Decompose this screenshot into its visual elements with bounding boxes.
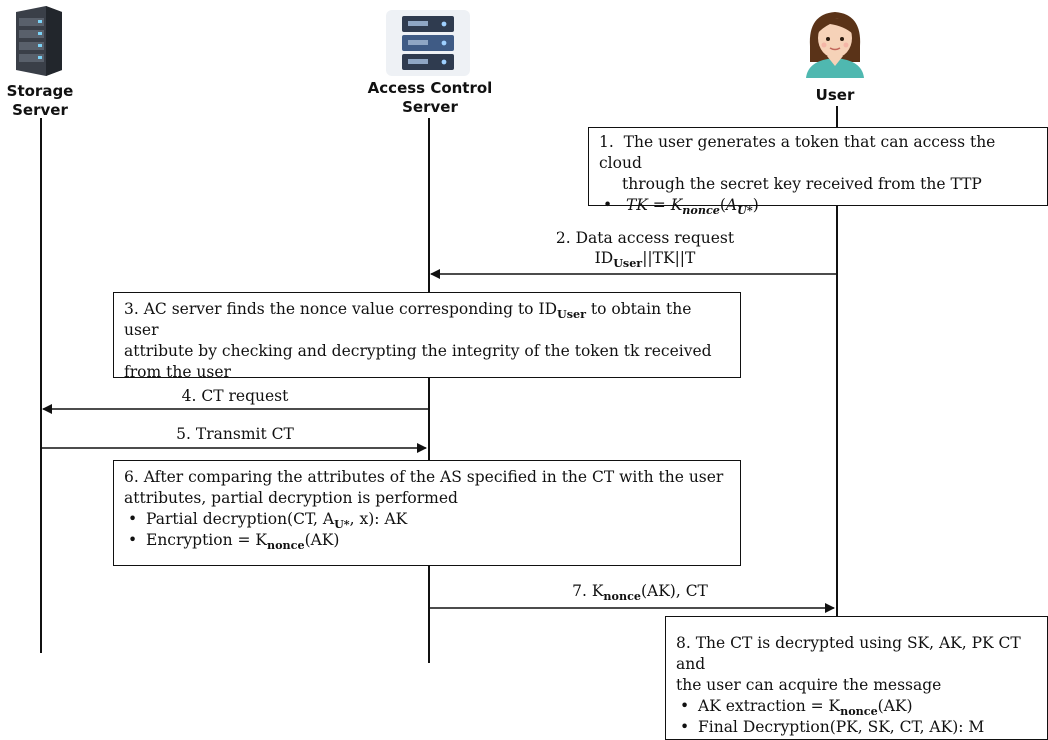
- access-control-server-label: Access Control Server: [355, 79, 505, 117]
- user-lifeline: [836, 106, 838, 620]
- step6-box: 6. After comparing the attributes of the…: [113, 460, 741, 566]
- step8-line1: 8. The CT is decrypted using SK, AK, PK …: [676, 634, 1021, 673]
- step1-formula-k: K: [670, 196, 683, 214]
- step1-text: 1. The user generates a token that can a…: [599, 132, 1037, 174]
- step8-b1-sub: nonce: [840, 705, 878, 719]
- step2-label: 2. Data access request IDUser||TK||T: [520, 228, 770, 271]
- step1-formula-arg: A: [725, 196, 738, 214]
- step8-bullet1: AK extraction = Knonce(AK): [676, 696, 1037, 717]
- step1-box: 1. The user generates a token that can a…: [588, 127, 1048, 216]
- step1-text-a: The user generates a token that can acce…: [599, 133, 996, 172]
- step1-formula-open: (: [719, 196, 726, 214]
- step1-formula: TK = Knonce(AU*): [599, 195, 1037, 216]
- step4-label: 4. CT request: [181, 387, 289, 405]
- step8-b1-a: AK extraction = K: [698, 697, 841, 715]
- step6-b2-sub: nonce: [267, 539, 305, 553]
- user-label: User: [815, 86, 855, 104]
- step1-formula-close: ): [752, 196, 759, 214]
- step3-box: 3. AC server finds the nonce value corre…: [113, 292, 741, 381]
- step8-box: 8. The CT is decrypted using SK, AK, PK …: [665, 616, 1048, 740]
- step7-sub: nonce: [603, 590, 641, 604]
- step3-id-sub: User: [557, 308, 586, 322]
- step2-payload: IDUser||TK||T: [520, 248, 770, 271]
- step5-label: 5. Transmit CT: [176, 425, 294, 443]
- step6-b2-a: Encryption = K: [146, 531, 267, 549]
- step8-b1-b: (AK): [877, 697, 913, 715]
- step3-text-b: to obtain the user: [124, 300, 692, 339]
- step1-number: 1.: [599, 133, 614, 151]
- storage-server-lifeline: [40, 118, 42, 653]
- step8-line2: the user can acquire the message: [676, 676, 942, 694]
- storage-server-label-line2: Server: [12, 101, 68, 119]
- step2-title: 2. Data access request: [555, 229, 735, 247]
- storage-server-icon: [16, 6, 62, 76]
- step6-b1-sub: U*: [334, 518, 350, 532]
- step6-b1-a: Partial decryption(CT, A: [146, 510, 335, 528]
- step6-line2: attributes, partial decryption is perfor…: [124, 489, 458, 507]
- step8-bullet2: Final Decryption(PK, SK, CT, AK): M: [676, 717, 1037, 738]
- step2-id: ID: [594, 249, 614, 267]
- step7-b: (AK), CT: [640, 582, 708, 600]
- step7-label: 7. Knonce(AK), CT: [530, 581, 750, 604]
- step6-b1-b: , x): AK: [349, 510, 408, 528]
- storage-server-label-line1: Storage: [6, 82, 74, 100]
- step1-text-b: through the secret key received from the…: [622, 175, 982, 193]
- step6-bullet1: Partial decryption(CT, AU*, x): AK: [124, 509, 730, 530]
- step3-line3: from the user: [124, 363, 231, 381]
- storage-server-label: Storage Server: [0, 82, 80, 120]
- ac-server-lifeline: [428, 118, 430, 663]
- step1-formula-arg-sub: U*: [737, 204, 753, 218]
- step1-text-b-row: through the secret key received from the…: [599, 174, 1037, 195]
- step1-formula-eq: =: [647, 196, 671, 214]
- step2-rest: ||TK||T: [642, 249, 696, 267]
- step3-line2: attribute by checking and decrypting the…: [124, 342, 712, 360]
- step6-b2-b: (AK): [304, 531, 340, 549]
- access-control-server-label-line2: Server: [402, 98, 458, 116]
- step2-id-sub: User: [613, 257, 643, 271]
- user-avatar-icon: [806, 12, 864, 78]
- access-control-server-icon: [386, 10, 470, 76]
- step6-line1: 6. After comparing the attributes of the…: [124, 468, 724, 486]
- access-control-server-label-line1: Access Control: [367, 79, 493, 97]
- step3-line1: 3. AC server finds the nonce value corre…: [124, 299, 730, 341]
- step1-formula-k-sub: nonce: [682, 204, 720, 218]
- step3-text-a: 3. AC server finds the nonce value corre…: [124, 300, 557, 318]
- step6-bullet2: Encryption = Knonce(AK): [124, 530, 730, 551]
- step1-formula-lhs: TK: [625, 196, 648, 214]
- step7-a: 7. K: [572, 582, 604, 600]
